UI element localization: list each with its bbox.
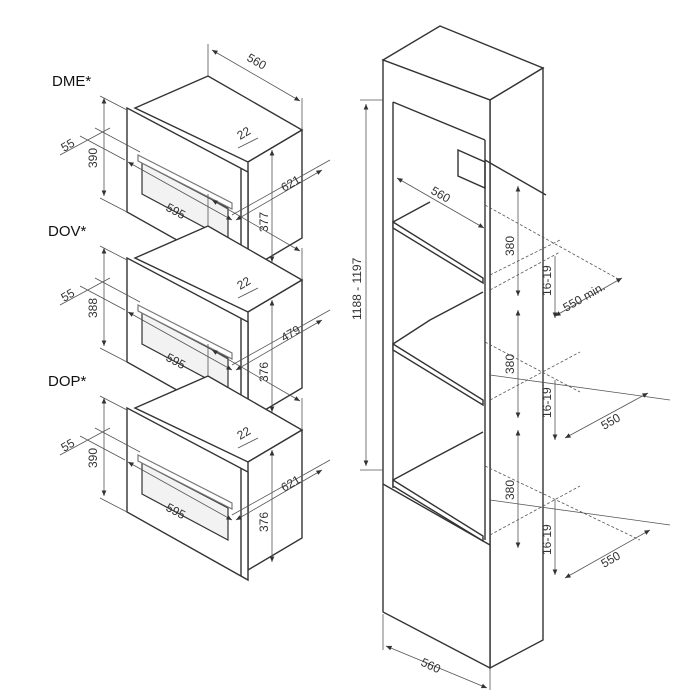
height-dim: 390 — [86, 448, 100, 468]
model-label: DME* — [52, 73, 91, 90]
body-height-dim: 376 — [257, 362, 271, 382]
height-dim: 388 — [86, 298, 100, 318]
panel-dim: 22 — [235, 274, 254, 293]
depth-2: 550 — [599, 410, 624, 432]
total-height-dim: 1188 - 1197 — [350, 257, 364, 320]
gap-2: 16-19 — [540, 387, 554, 418]
tall-cabinet: 1188 - 1197 560 380 380 380 16-19 16-19 … — [350, 25, 671, 690]
gap-3: 16-19 — [540, 524, 554, 555]
panel-dim: 22 — [235, 424, 254, 443]
model-label: DOP* — [48, 373, 87, 390]
niche-height-3: 380 — [503, 480, 517, 500]
niche-height-2: 380 — [503, 354, 517, 374]
depth-1: 550 min. — [561, 279, 608, 314]
body-height-dim: 377 — [257, 212, 271, 232]
panel-dim: 22 — [235, 124, 254, 143]
handle-dim: 55 — [59, 286, 78, 305]
model-label: DOV* — [48, 223, 87, 240]
bottom-width-dim: 560 — [419, 655, 443, 676]
niche-height-1: 380 — [503, 236, 517, 256]
handle-dim: 55 — [59, 436, 78, 455]
handle-dim: 55 — [59, 136, 78, 155]
gap-1: 16-19 — [540, 265, 554, 296]
depth-3: 550 — [599, 548, 624, 570]
oven-dov: DOV* 55 388 22 595 479 376 — [48, 194, 330, 430]
height-dim: 390 — [86, 148, 100, 168]
body-height-dim: 376 — [257, 512, 271, 532]
oven-dme: DME* 560 55 390 22 595 621 377 — [52, 44, 330, 280]
oven-dop: DOP* 55 390 22 595 621 376 — [48, 344, 330, 580]
depth-dim: 560 — [245, 50, 270, 72]
